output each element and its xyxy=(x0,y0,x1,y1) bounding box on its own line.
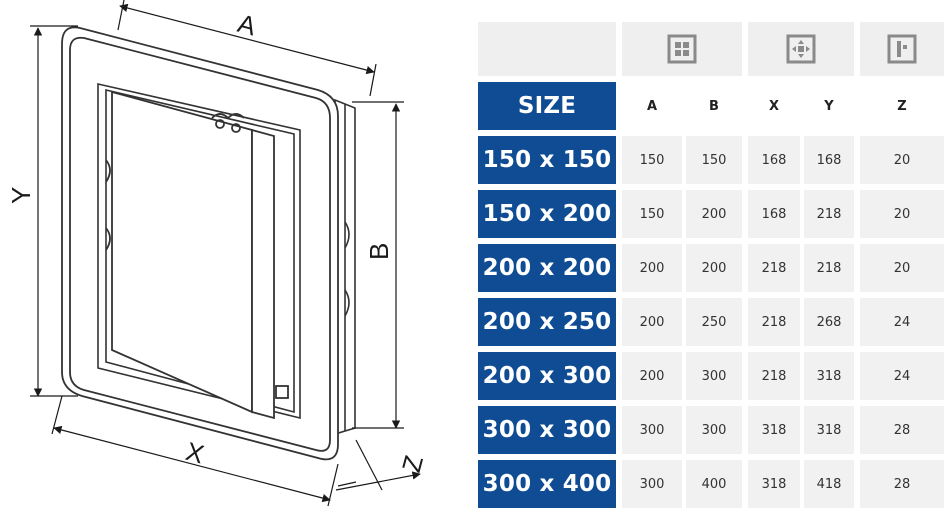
dim-label-a: A xyxy=(235,8,260,42)
cell-x: 218 xyxy=(748,298,800,346)
cell-a: 200 xyxy=(622,244,682,292)
cell-b: 300 xyxy=(686,406,742,454)
dim-label-b: B xyxy=(364,243,394,260)
cell-z: 28 xyxy=(860,406,944,454)
size-header: SIZE xyxy=(478,82,616,130)
cell-x: 218 xyxy=(748,244,800,292)
cell-z: 20 xyxy=(860,244,944,292)
size-cell: 300 x 300 xyxy=(478,406,616,454)
icon-header-row xyxy=(478,22,944,76)
cell-y: 218 xyxy=(804,190,854,238)
dimension-lines xyxy=(30,0,421,507)
cell-z: 24 xyxy=(860,298,944,346)
frame-grid-icon xyxy=(622,22,742,76)
cell-y: 168 xyxy=(804,136,854,184)
col-header-b: B xyxy=(686,82,742,130)
cell-y: 218 xyxy=(804,244,854,292)
cell-y: 418 xyxy=(804,460,854,508)
cell-b: 250 xyxy=(686,298,742,346)
col-header-x: X xyxy=(748,82,800,130)
frame-mounting-icon xyxy=(748,22,854,76)
door-panel xyxy=(105,90,289,420)
cell-y: 268 xyxy=(804,298,854,346)
frame-depth-icon xyxy=(860,22,944,76)
size-cell: 200 x 300 xyxy=(478,352,616,400)
cell-a: 300 xyxy=(622,406,682,454)
cell-x: 218 xyxy=(748,352,800,400)
size-cell: 200 x 200 xyxy=(478,244,616,292)
cell-a: 300 xyxy=(622,460,682,508)
header-blank-cell xyxy=(478,22,616,76)
cell-y: 318 xyxy=(804,406,854,454)
col-header-y: Y xyxy=(804,82,854,130)
cell-a: 200 xyxy=(622,352,682,400)
cell-z: 20 xyxy=(860,190,944,238)
cell-a: 150 xyxy=(622,190,682,238)
cell-x: 168 xyxy=(748,190,800,238)
col-header-a: A xyxy=(622,82,682,130)
size-cell: 200 x 250 xyxy=(478,298,616,346)
dim-label-y: Y xyxy=(6,187,36,204)
size-cell: 150 x 200 xyxy=(478,190,616,238)
cell-x: 318 xyxy=(748,460,800,508)
cell-a: 150 xyxy=(622,136,682,184)
dim-label-z: Z xyxy=(396,452,429,475)
col-header-z: Z xyxy=(860,82,944,130)
cell-y: 318 xyxy=(804,352,854,400)
cell-b: 150 xyxy=(686,136,742,184)
size-cell: 300 x 400 xyxy=(478,460,616,508)
cell-b: 300 xyxy=(686,352,742,400)
cell-a: 200 xyxy=(622,298,682,346)
dim-label-x: X xyxy=(183,436,208,469)
size-cell: 150 x 150 xyxy=(478,136,616,184)
cell-x: 168 xyxy=(748,136,800,184)
cell-b: 200 xyxy=(686,190,742,238)
access-door-drawing: A Y B X Z xyxy=(6,0,429,507)
column-header-row: SIZE A B X Y Z xyxy=(478,82,944,130)
cell-z: 20 xyxy=(860,136,944,184)
cell-b: 400 xyxy=(686,460,742,508)
cell-b: 200 xyxy=(686,244,742,292)
cell-x: 318 xyxy=(748,406,800,454)
cell-z: 24 xyxy=(860,352,944,400)
cell-z: 28 xyxy=(860,460,944,508)
